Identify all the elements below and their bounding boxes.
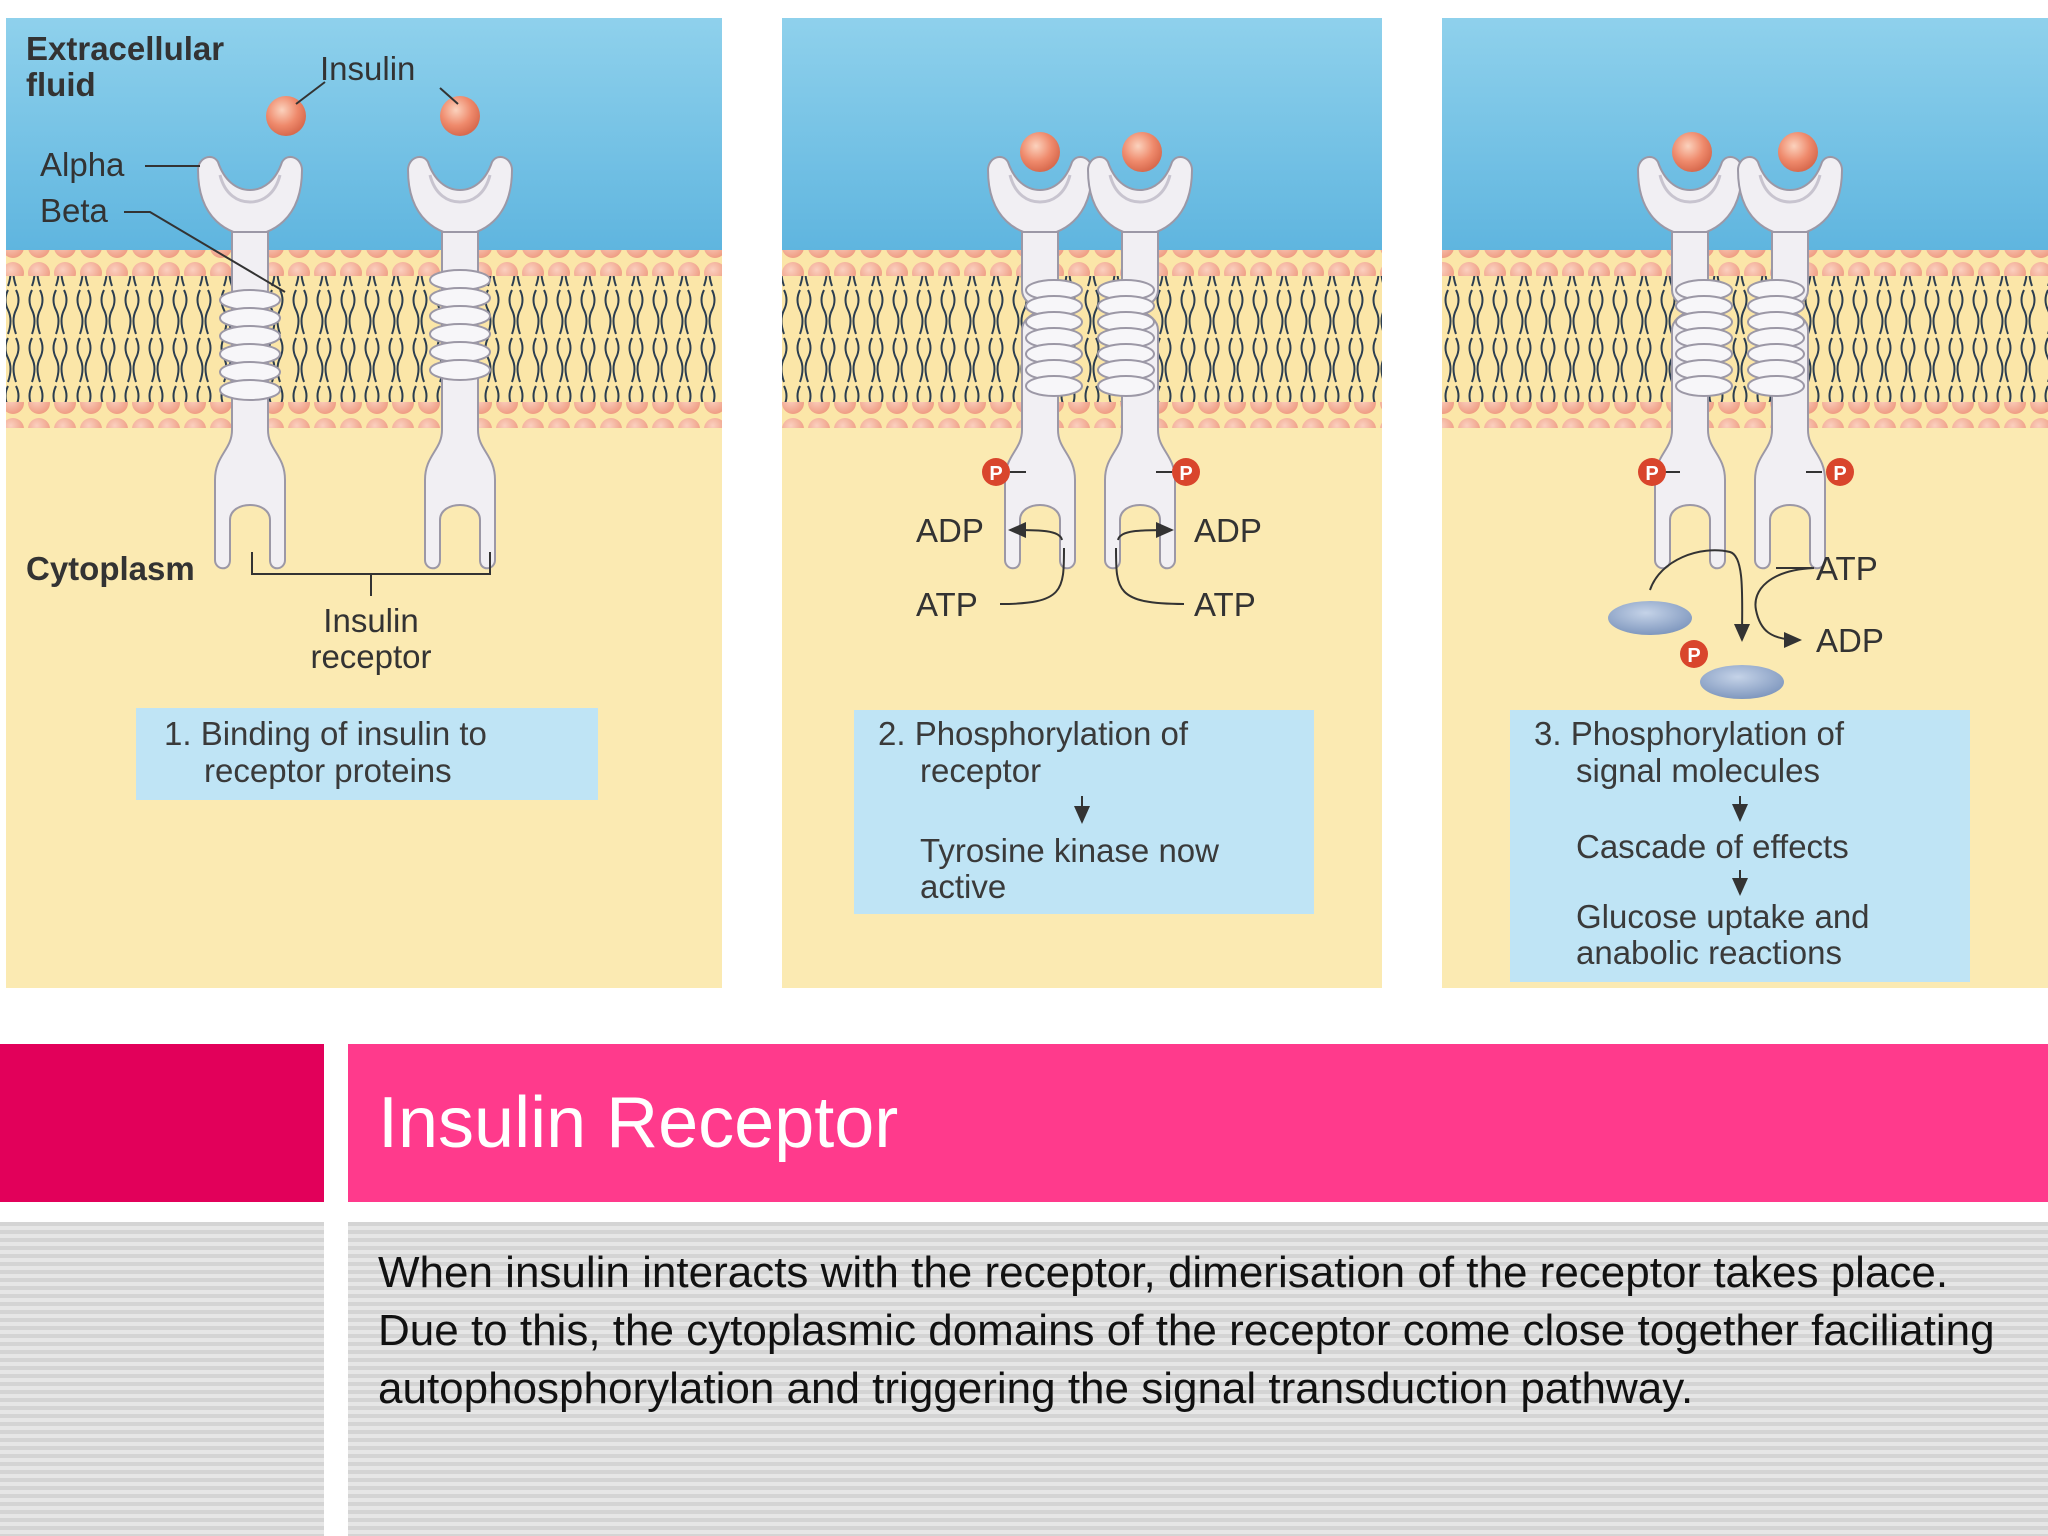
step-a-line1: 1. Binding of insulin to (164, 715, 487, 752)
step-b-line2: receptor (920, 752, 1041, 789)
insulin-receptor-figure: Extracellular fluid Insulin Alpha Beta C… (6, 18, 2048, 988)
receptor-b-right (1086, 155, 1194, 570)
title-accent-block (0, 1044, 324, 1202)
label-extracellular: Extracellular (26, 30, 224, 67)
receptor-a-left (196, 155, 304, 570)
svg-text:P: P (1179, 463, 1192, 485)
insulin-molecule (1020, 132, 1060, 172)
label-insulin-receptor-2: receptor (310, 638, 431, 675)
label-insulin-receptor: Insulin (323, 602, 418, 639)
step-b-line3: Tyrosine kinase now (920, 832, 1219, 869)
step-c-line4: Glucose uptake and (1576, 898, 1870, 935)
svg-text:P: P (1645, 463, 1658, 485)
step-b-line1: 2. Phosphorylation of (878, 715, 1189, 752)
insulin-molecule (1778, 132, 1818, 172)
step-c-line2: signal molecules (1576, 752, 1820, 789)
label-insulin: Insulin (320, 50, 415, 87)
step-b-line4: active (920, 868, 1006, 905)
receptor-c-right (1736, 155, 1844, 570)
insulin-molecule (440, 96, 480, 136)
label-atp-b-right: ATP (1194, 586, 1256, 623)
label-fluid: fluid (26, 66, 96, 103)
body-left-panel (0, 1222, 324, 1536)
svg-text:P: P (989, 463, 1002, 485)
step-c-line1: 3. Phosphorylation of (1534, 715, 1845, 752)
svg-text:P: P (1833, 463, 1846, 485)
phosphate-c-right: P (1806, 458, 1854, 486)
signal-molecule (1608, 601, 1692, 635)
title-bar: Insulin Receptor (348, 1044, 2048, 1202)
phosphate-b-right: P (1156, 458, 1200, 486)
label-adp-b-left: ADP (916, 512, 984, 549)
step-box-a (136, 708, 598, 800)
slide-body-text: When insulin interacts with the receptor… (378, 1248, 1995, 1413)
label-atp-c: ATP (1816, 550, 1878, 587)
receptor-c-left (1636, 155, 1744, 570)
label-adp-b-right: ADP (1194, 512, 1262, 549)
insulin-molecule (266, 96, 306, 136)
receptor-b-left (986, 155, 1094, 570)
step-c-line3: Cascade of effects (1576, 828, 1849, 865)
signal-molecule-phosphorylated (1700, 665, 1784, 699)
phosphate-c-left: P (1638, 458, 1680, 486)
label-cytoplasm: Cytoplasm (26, 550, 195, 587)
svg-text:P: P (1687, 645, 1700, 667)
step-c-line5: anabolic reactions (1576, 934, 1842, 971)
insulin-molecule (1122, 132, 1162, 172)
step-a-line2: receptor proteins (204, 752, 452, 789)
slide-title: Insulin Receptor (378, 1083, 899, 1163)
body-panel: When insulin interacts with the receptor… (348, 1222, 2048, 1536)
insulin-molecule (1672, 132, 1712, 172)
phosphate-b-left: P (982, 458, 1026, 486)
label-alpha: Alpha (40, 146, 125, 183)
label-atp-b-left: ATP (916, 586, 978, 623)
receptor-a-right (406, 155, 514, 570)
phosphate-c-signal: P (1680, 640, 1708, 668)
label-adp-c: ADP (1816, 622, 1884, 659)
label-beta: Beta (40, 192, 109, 229)
step-box-c (1510, 710, 1970, 982)
